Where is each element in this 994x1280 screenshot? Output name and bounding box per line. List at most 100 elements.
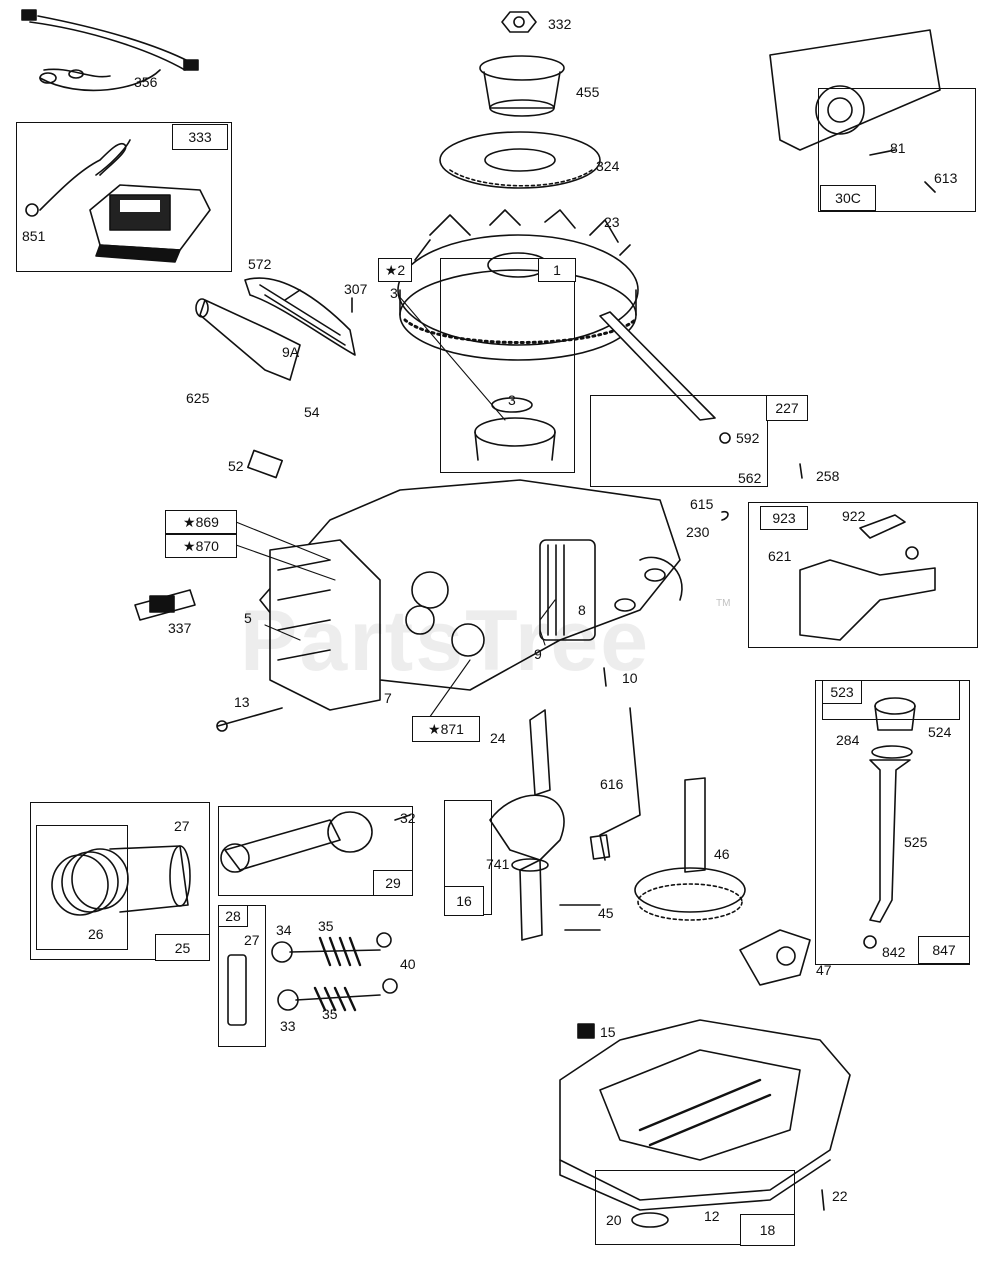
frame-25 (30, 802, 210, 960)
frame-227 (590, 395, 768, 487)
label-525: 525 (904, 834, 928, 850)
label-22: 22 (832, 1188, 848, 1204)
spark-plug-337 (134, 589, 196, 621)
cup-455 (479, 55, 565, 117)
label-25: 25 (155, 934, 210, 961)
label-337: 337 (168, 620, 192, 636)
label-27-valve: 27 (244, 932, 260, 948)
tube-625 (195, 289, 301, 479)
frame-29 (218, 806, 413, 896)
frame-847 (815, 680, 970, 965)
screw-258 (799, 463, 803, 479)
label-227: 227 (766, 395, 808, 421)
frame-333 (16, 122, 232, 272)
label-562: 562 (738, 470, 762, 486)
label-15: 15 (600, 1024, 616, 1040)
label-258: 258 (816, 468, 840, 484)
label-7: 7 (384, 690, 392, 706)
bracket-572 (244, 277, 356, 356)
label-5: 5 (244, 610, 252, 626)
ignition-armature-333 (25, 139, 211, 263)
label-16: 16 (444, 886, 484, 916)
label-741: 741 (486, 856, 510, 872)
crankshaft-741 (489, 709, 565, 941)
label-20: 20 (606, 1212, 622, 1228)
link-227 (599, 311, 731, 444)
label-923: 923 (760, 506, 808, 530)
nut-332 (501, 11, 537, 33)
bolts-45 (559, 904, 601, 931)
sump-18 (559, 1019, 851, 1228)
label-869: ★869 (165, 510, 237, 534)
label-615: 615 (690, 496, 714, 512)
label-455: 455 (576, 84, 600, 100)
label-9: 9 (534, 646, 542, 662)
watermark-tm: TM (716, 598, 731, 609)
label-524: 524 (928, 724, 952, 740)
screen-324 (439, 131, 601, 189)
label-922: 922 (842, 508, 866, 524)
wire-harness-356 (21, 9, 199, 92)
engine-block-1 (259, 417, 683, 711)
label-356: 356 (134, 74, 158, 90)
label-300: 30C (820, 185, 876, 211)
label-333: 333 (172, 124, 228, 150)
label-52: 52 (228, 458, 244, 474)
label-8: 8 (578, 602, 586, 618)
label-3-left: 3 (390, 285, 398, 301)
label-613: 613 (934, 170, 958, 186)
label-572: 572 (248, 256, 272, 272)
screw-10 (603, 667, 607, 687)
watermark: PartsTree (240, 593, 651, 689)
label-621: 621 (768, 548, 792, 564)
air-cleaner-300 (769, 29, 941, 193)
label-1: 1 (538, 258, 576, 282)
label-625: 625 (186, 390, 210, 406)
label-34: 34 (276, 922, 292, 938)
fill-tube-525 (863, 697, 916, 949)
label-871: ★871 (412, 716, 480, 742)
label-13: 13 (234, 694, 250, 710)
label-523: 523 (822, 680, 862, 704)
pump-47 (739, 929, 811, 986)
label-33: 33 (280, 1018, 296, 1034)
clip-615 (721, 510, 729, 521)
frame-1 (440, 258, 575, 473)
label-307: 307 (344, 281, 368, 297)
rod-616 (599, 707, 641, 861)
label-230: 230 (686, 524, 710, 540)
label-47: 47 (816, 962, 832, 978)
connecting-rod-29 (220, 811, 411, 873)
label-284: 284 (836, 732, 860, 748)
frame-26 (36, 825, 128, 950)
governor-linkage-923 (799, 514, 936, 641)
label-3-seal: 3 (508, 392, 516, 408)
label-27-piston: 27 (174, 818, 190, 834)
label-26: 26 (88, 926, 104, 942)
label-592: 592 (736, 430, 760, 446)
piston-25 (51, 845, 191, 916)
label-29: 29 (373, 870, 413, 896)
label-46: 46 (714, 846, 730, 862)
label-35-top: 35 (318, 918, 334, 934)
label-2: ★2 (378, 258, 412, 282)
label-616: 616 (600, 776, 624, 792)
label-847: 847 (918, 936, 970, 964)
valve-set-28 (227, 932, 398, 1026)
label-32: 32 (400, 810, 416, 826)
label-18: 18 (740, 1214, 795, 1246)
label-28: 28 (218, 905, 248, 927)
label-870: ★870 (165, 534, 237, 558)
label-324: 324 (596, 158, 620, 174)
label-40: 40 (400, 956, 416, 972)
label-24: 24 (490, 730, 506, 746)
frame-923 (748, 502, 978, 648)
label-81: 81 (890, 140, 906, 156)
leader-lines (235, 294, 556, 729)
cam-gear-46 (634, 777, 746, 921)
label-35-bottom: 35 (322, 1006, 338, 1022)
frame-300 (818, 88, 976, 212)
label-23: 23 (604, 214, 620, 230)
